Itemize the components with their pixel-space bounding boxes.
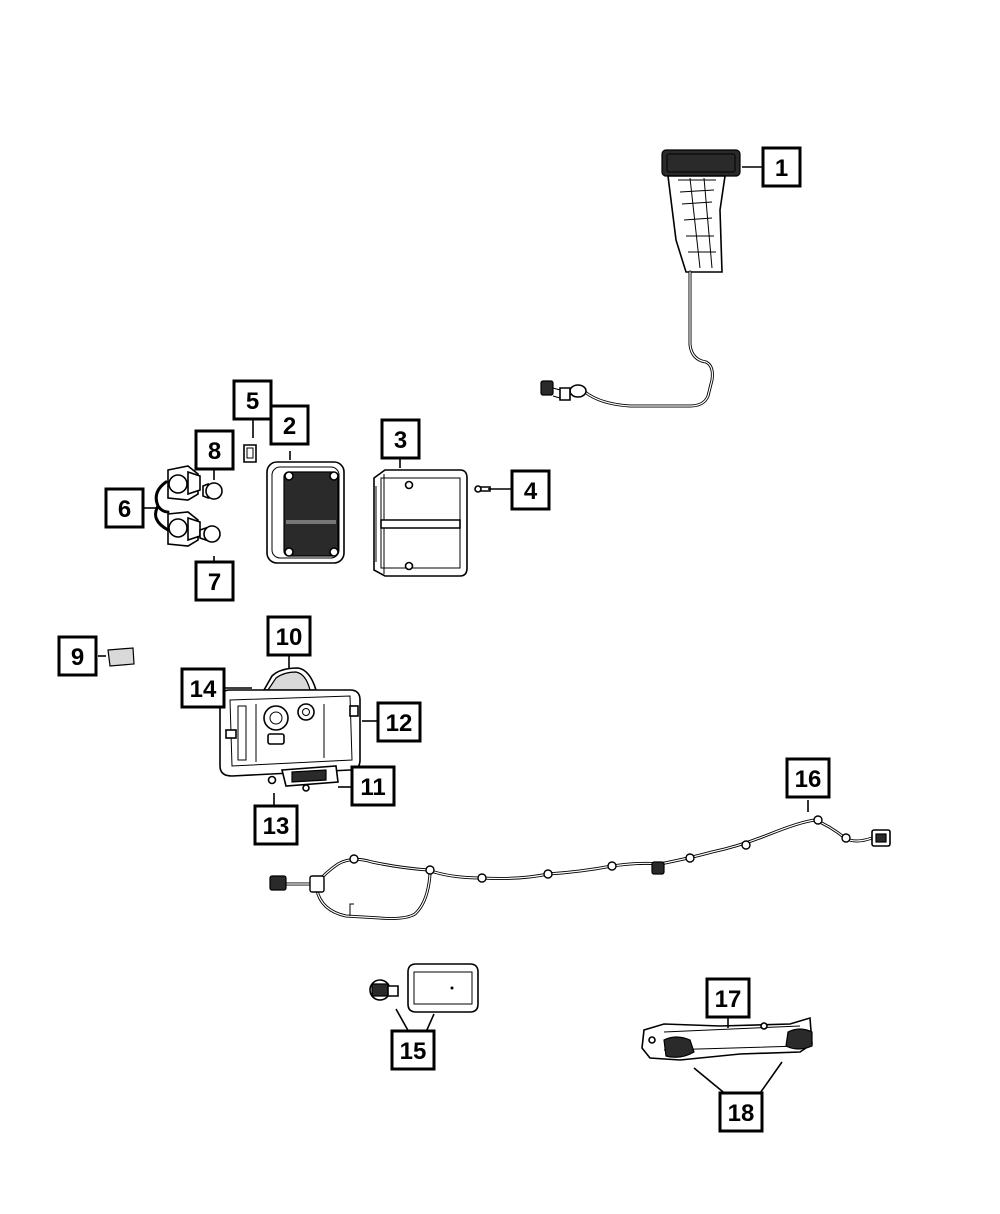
- callout-9: 9: [57, 635, 98, 677]
- callout-16: 16: [785, 757, 831, 799]
- callout-label: 18: [728, 1100, 755, 1127]
- nut: [267, 775, 277, 785]
- screw: [474, 485, 491, 493]
- callout-label: 10: [276, 624, 303, 651]
- callout-label: 16: [795, 766, 822, 793]
- stop-lamp-wire: [540, 270, 714, 408]
- callout-10: 10: [266, 615, 312, 657]
- callout-label: 3: [394, 427, 407, 454]
- callout-7: 7: [194, 560, 235, 602]
- callout-label: 5: [246, 388, 259, 415]
- callout-label: 6: [118, 496, 131, 523]
- callout-label: 12: [386, 710, 413, 737]
- leader-lines: [98, 166, 809, 1097]
- wiring-harness: [269, 815, 891, 920]
- high-mount-stop-lamp: [661, 149, 741, 273]
- callout-17: 17: [705, 977, 751, 1019]
- bulb-lower: [199, 525, 221, 543]
- callout-label: 11: [360, 774, 385, 801]
- callout-14: 14: [180, 667, 226, 709]
- callout-label: 13: [263, 813, 290, 840]
- callout-1: 1: [761, 146, 802, 188]
- callout-label: 14: [190, 676, 217, 703]
- callout-label: 9: [71, 644, 84, 671]
- callout-8: 8: [194, 429, 235, 471]
- callout-label: 15: [400, 1038, 427, 1065]
- callout-12: 12: [376, 701, 422, 743]
- callout-4: 4: [510, 469, 551, 511]
- pad: [107, 647, 135, 667]
- callout-6: 6: [104, 487, 145, 529]
- tail-lamp-assembly: [266, 461, 345, 564]
- callout-5: 5: [232, 379, 273, 421]
- rear-bracket-bar: [641, 1016, 813, 1061]
- license-lamp: [369, 963, 479, 1013]
- callout-label: 17: [715, 986, 742, 1013]
- callout-11: 11: [350, 765, 396, 807]
- callout-label: 7: [208, 569, 221, 596]
- callout-15: 15: [390, 1029, 436, 1071]
- callout-13: 13: [253, 804, 299, 846]
- callout-18: 18: [718, 1091, 764, 1133]
- callout-label: 8: [208, 438, 221, 465]
- retainer-clip: [243, 444, 257, 463]
- callout-3: 3: [380, 418, 421, 460]
- mounting-bracket: [219, 667, 361, 777]
- bulb-upper: [202, 482, 223, 500]
- callout-2: 2: [269, 404, 310, 446]
- callout-label: 1: [775, 155, 788, 182]
- license-lamp-connector: [280, 765, 339, 792]
- callout-label: 4: [524, 478, 538, 505]
- bulb-socket-harness: [154, 465, 201, 547]
- tail-lamp-lens: [373, 469, 468, 577]
- callout-label: 2: [283, 413, 296, 440]
